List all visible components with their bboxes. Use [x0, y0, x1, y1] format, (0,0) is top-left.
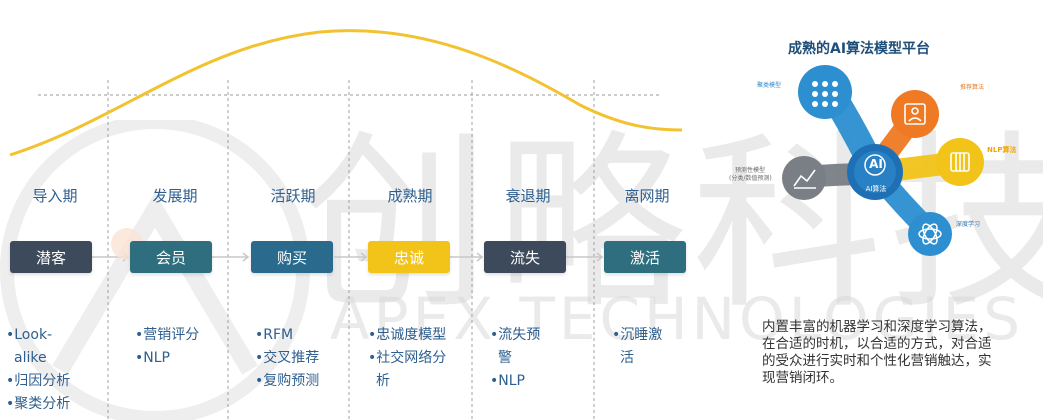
stage-box-purchase: 购买 [251, 241, 333, 273]
stage-box-churn: 流失 [484, 241, 566, 273]
bullet-item: •流失预 [490, 327, 541, 343]
deep-learning-atom-icon [918, 223, 942, 245]
stage-box-loyalty: 忠诚 [368, 241, 450, 273]
recommend-person-icon [904, 103, 926, 125]
stage-box-activate: 激活 [604, 241, 686, 273]
node-label-prediction-sub: (分类/数值预测) [729, 175, 772, 182]
stage-box-member: 会员 [130, 241, 212, 273]
platform-title: 成熟的AI算法模型平台 [788, 41, 931, 57]
bullets-churn: •沉睡激 活 [612, 324, 662, 370]
bullet-item: •复购预测 [255, 373, 320, 389]
phase-label-mature: 成熟期 [387, 187, 433, 205]
node-label-deep-learning: 深度学习 [956, 221, 981, 228]
bullets-mature: •忠诚度模型 •社交网络分 析 [368, 324, 446, 393]
prediction-chart-icon [793, 169, 816, 189]
node-label-nlp: NLP算法 [987, 146, 1017, 154]
ai-center-glyph: AI [869, 157, 883, 171]
phase-label-growth: 发展期 [152, 187, 198, 205]
ai-platform-diagram [782, 65, 984, 256]
lifecycle-diagram [9, 29, 683, 419]
bullet-item: •Look- [6, 327, 53, 343]
bullets-intro: •Look- alike •归因分析 •聚类分析 [6, 324, 70, 416]
ai-brain-icon [864, 154, 886, 176]
ai-center-label: AI算法 [865, 185, 887, 193]
bullet-item: •社交网络分 [368, 350, 447, 366]
bullet-item: alike [14, 350, 47, 366]
deep-learning-node [908, 212, 952, 256]
bullet-item: 活 [620, 350, 634, 366]
node-label-cluster: 聚类模型 [757, 82, 782, 89]
node-label-prediction: 预测性模型 [735, 167, 766, 174]
platform-description: 内置丰富的机器学习和深度学习算法，在合适的时机，以合适的方式，对合适的受众进行实… [762, 319, 992, 386]
bullet-item: •营销评分 [135, 327, 200, 343]
bullet-item: •沉睡激 [612, 327, 663, 343]
phase-label-churn: 离网期 [624, 187, 670, 205]
nlp-chip-icon [950, 152, 970, 172]
bullets-growth: •营销评分 •NLP [135, 324, 199, 370]
bullet-item: •NLP [490, 373, 525, 389]
phase-label-decline: 衰退期 [505, 187, 551, 205]
bullet-item: •交叉推荐 [255, 350, 320, 366]
bullet-item: 警 [498, 350, 512, 366]
stage-box-prospect: 潜客 [10, 241, 92, 273]
bullet-item: •RFM [255, 327, 294, 343]
bullets-active: •RFM •交叉推荐 •复购预测 [255, 324, 319, 393]
bullets-decline: •流失预 警 •NLP [490, 324, 540, 393]
lifecycle-curve [9, 29, 683, 157]
watermark-english: APEX TECHNOLOGIES [330, 285, 1025, 353]
phase-label-active: 活跃期 [270, 187, 316, 205]
node-label-recommend: 推荐算法 [960, 84, 985, 91]
bullet-item: •忠诚度模型 [368, 327, 447, 343]
bullet-item: 析 [376, 373, 390, 389]
bullet-item: •NLP [135, 350, 170, 366]
phase-label-intro: 导入期 [32, 187, 78, 205]
bullet-item: •归因分析 [6, 373, 71, 389]
cluster-grid-icon [812, 81, 838, 107]
bullet-item: •聚类分析 [6, 396, 71, 412]
